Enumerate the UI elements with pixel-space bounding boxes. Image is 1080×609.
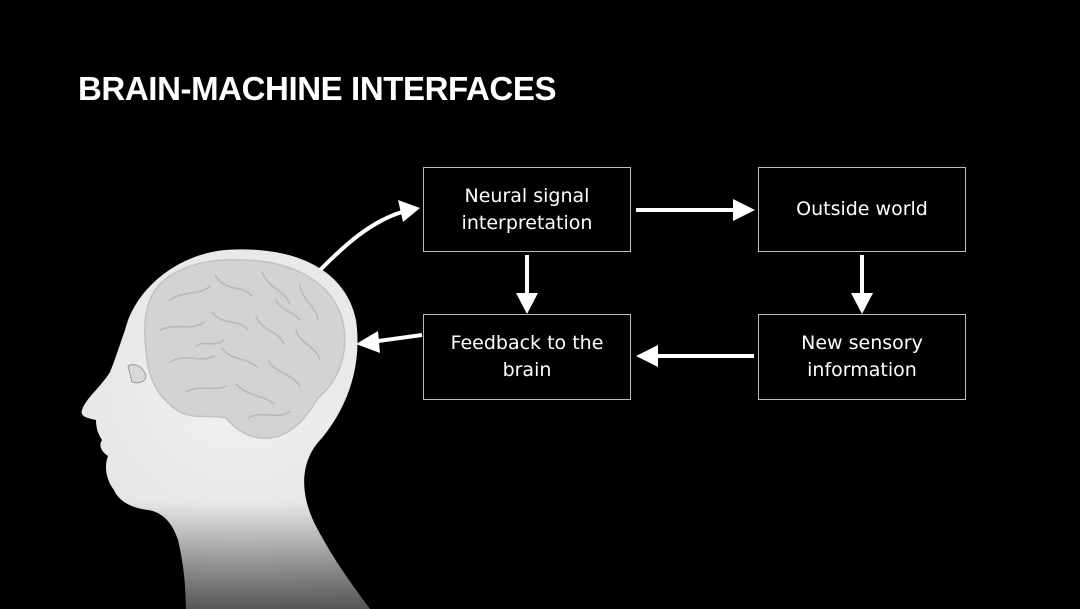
node-feedback-to-brain: Feedback to the brain xyxy=(423,314,631,400)
ear xyxy=(127,364,147,384)
node-new-sensory-information: New sensory information xyxy=(758,314,966,400)
node-label: Outside world xyxy=(796,198,928,220)
node-label: New sensory information xyxy=(801,332,923,381)
arrowhead-feedback-to-brain xyxy=(356,331,380,353)
arrowhead-sensory-to-feedback xyxy=(636,345,658,367)
arrowhead-outside-to-sensory xyxy=(851,293,873,314)
arrow-feedback-to-brain xyxy=(377,333,423,343)
arrow-brain-to-neural xyxy=(318,210,403,272)
node-label: Neural signal interpretation xyxy=(461,184,593,234)
node-outside-world: Outside world xyxy=(758,167,966,252)
arrowhead-neural-to-outside xyxy=(733,199,755,221)
arrowhead-neural-to-feedback xyxy=(516,293,538,314)
slide-title: BRAIN-MACHINE INTERFACES xyxy=(78,70,557,107)
node-neural-signal-interpretation: Neural signal interpretation xyxy=(423,167,631,252)
arrowhead-brain-to-neural xyxy=(398,200,420,222)
node-label: Feedback to the brain xyxy=(450,332,604,381)
brain-shape xyxy=(144,259,346,439)
